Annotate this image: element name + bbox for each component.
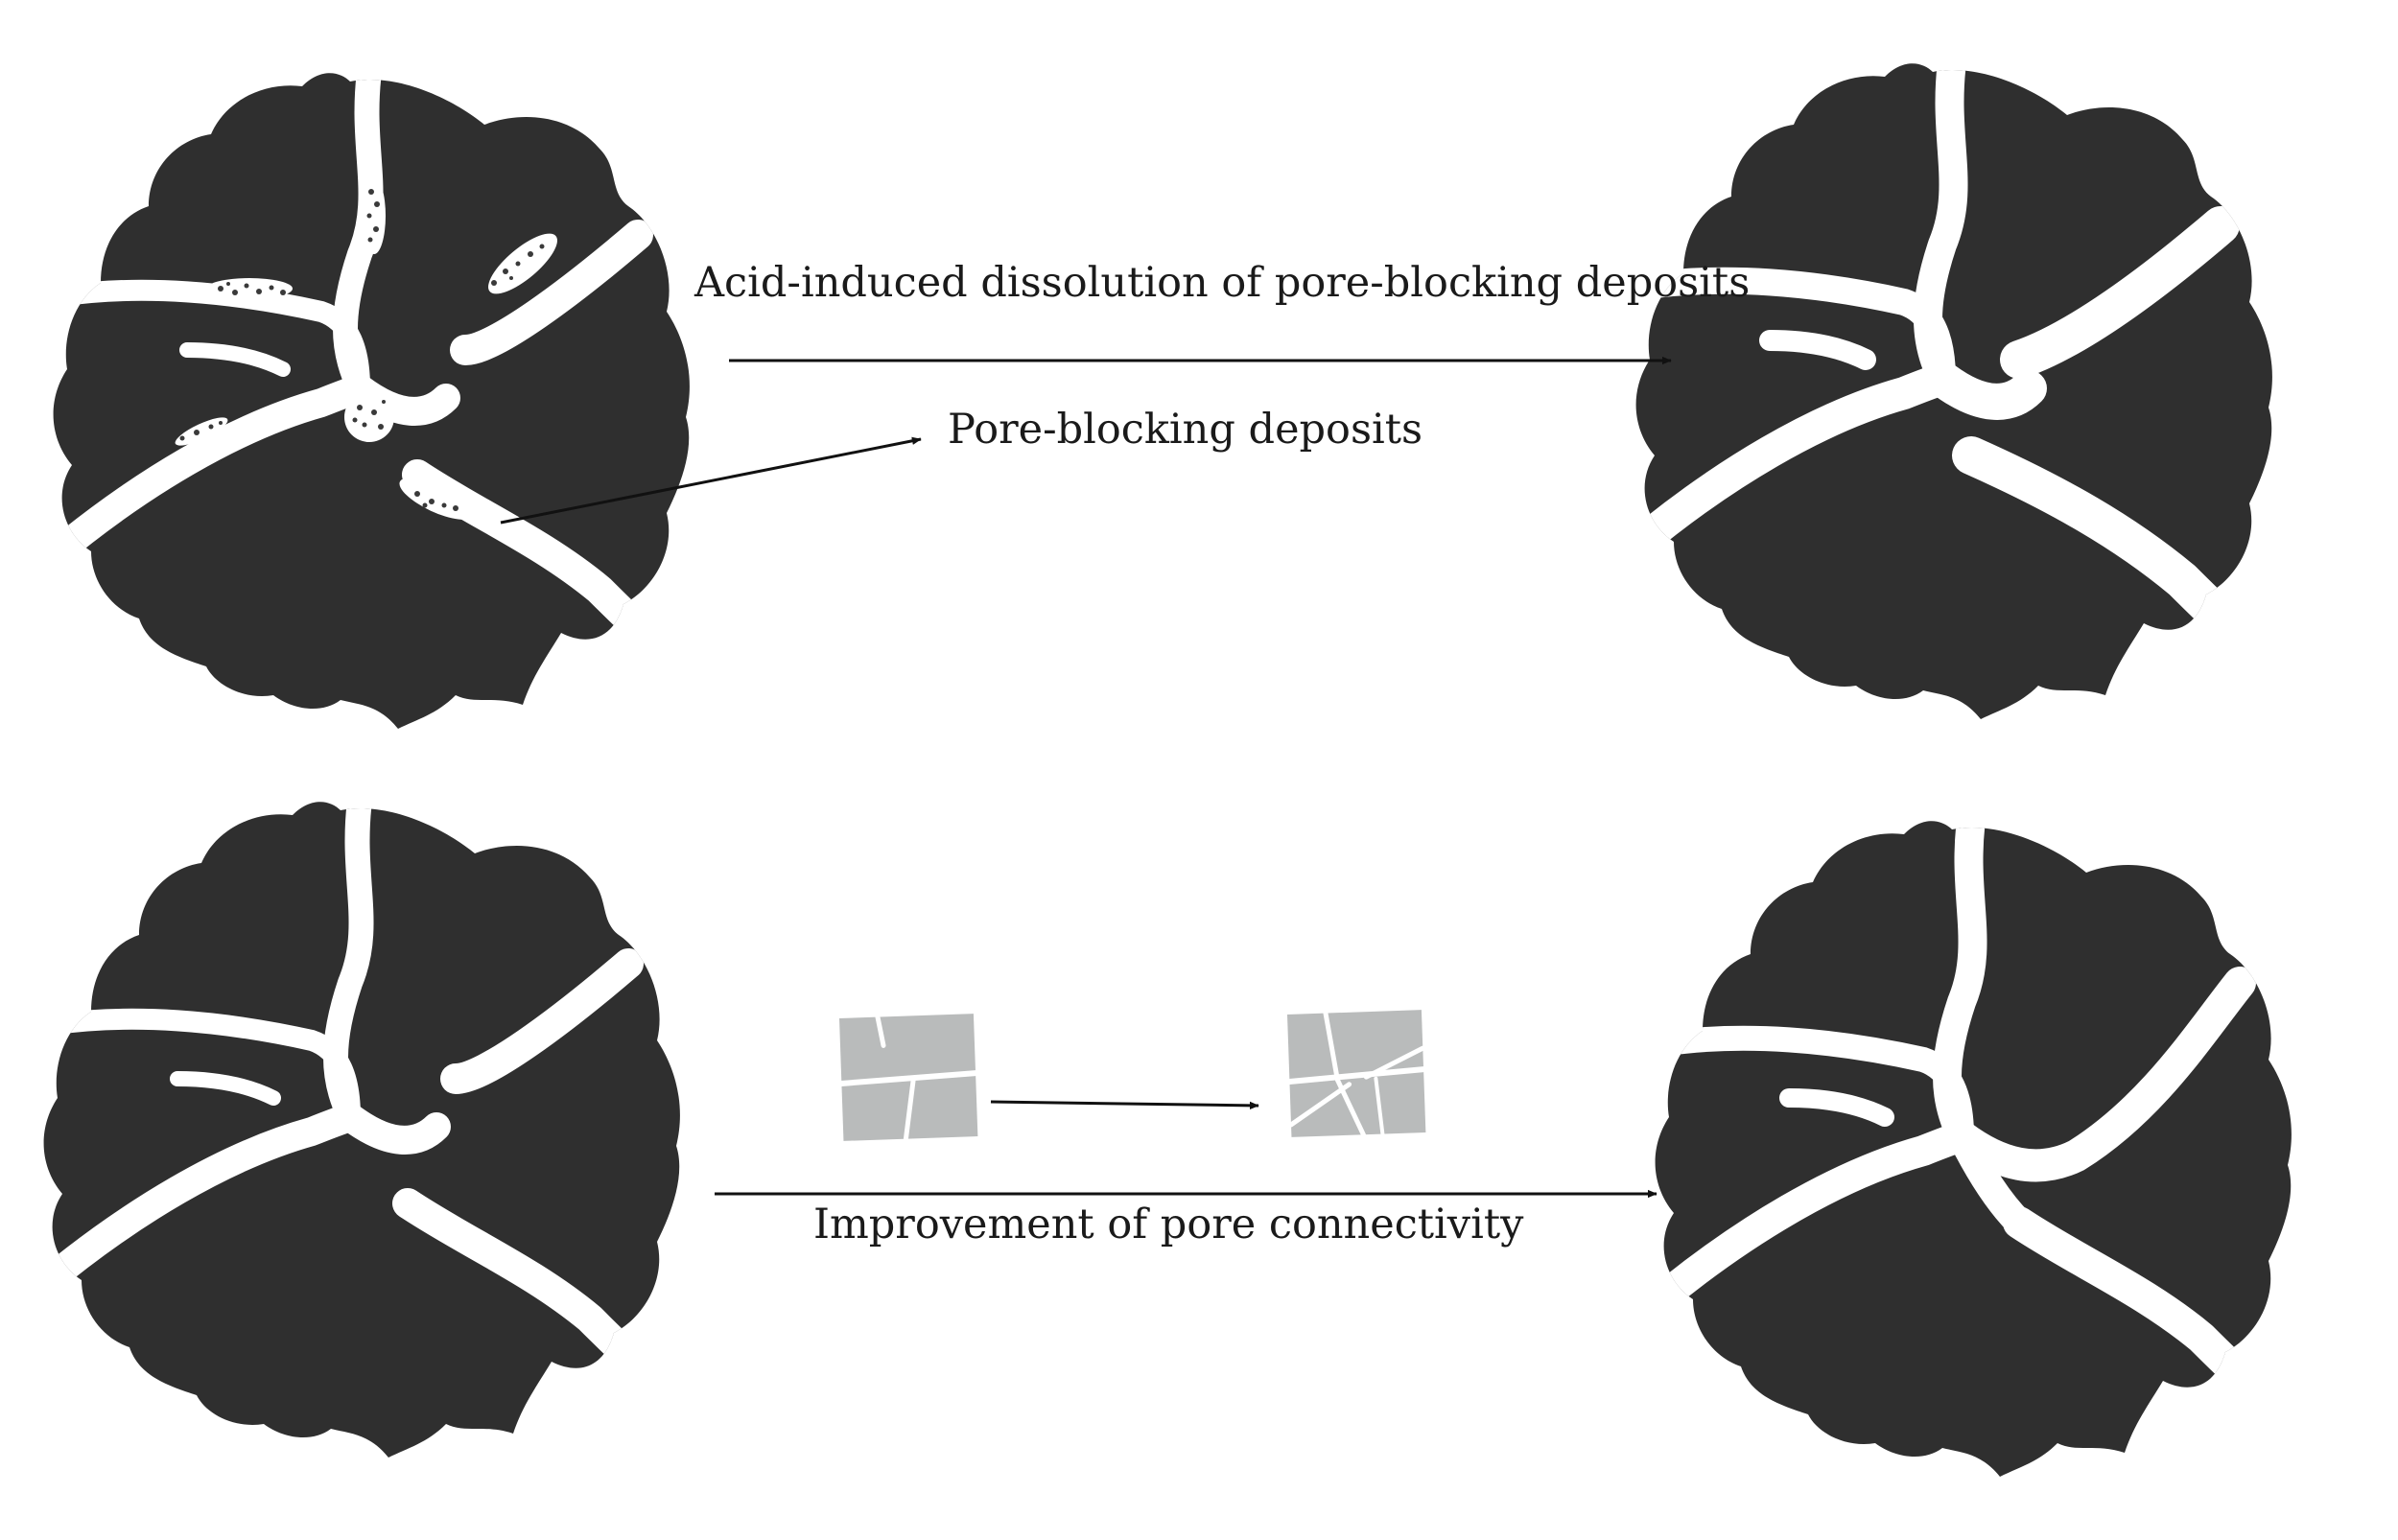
connectivity-label: Improvement of pore connectivity (813, 1201, 1524, 1248)
arrow-pointer-deposits (500, 436, 922, 525)
deposit-dots (179, 189, 545, 511)
pore-channel (450, 220, 653, 365)
pore-channel (1759, 330, 1876, 370)
pore-channel (1635, 267, 1956, 392)
deposits-label: Pore-blocking deposits (948, 406, 1423, 454)
fragment-before-icon (838, 1014, 979, 1142)
pore-channel (1945, 967, 2256, 1182)
pore-channel (336, 1103, 451, 1155)
pore-channel (2000, 206, 2240, 379)
particle-after-acid (1635, 63, 2272, 719)
pore-channel (1924, 361, 2047, 420)
pore-channel (1779, 1088, 1894, 1127)
pore-channel (1947, 1122, 2034, 1237)
pore-channel (170, 1071, 281, 1106)
fragment-after-icon (1286, 1010, 1427, 1137)
arrow-fragment (990, 1100, 1259, 1110)
particle-after-fracture (1655, 821, 2292, 1477)
pore-channel (440, 948, 644, 1094)
dissolution-label: Acid-induced dissolution of pore-blockin… (694, 259, 1751, 307)
pore-channel (1655, 1025, 1974, 1149)
particle-before-acid (53, 73, 690, 729)
pore-channel (53, 279, 370, 399)
particle-before-fracture (43, 802, 680, 1458)
pore-channel (43, 1008, 361, 1128)
pore-channel (179, 342, 291, 377)
